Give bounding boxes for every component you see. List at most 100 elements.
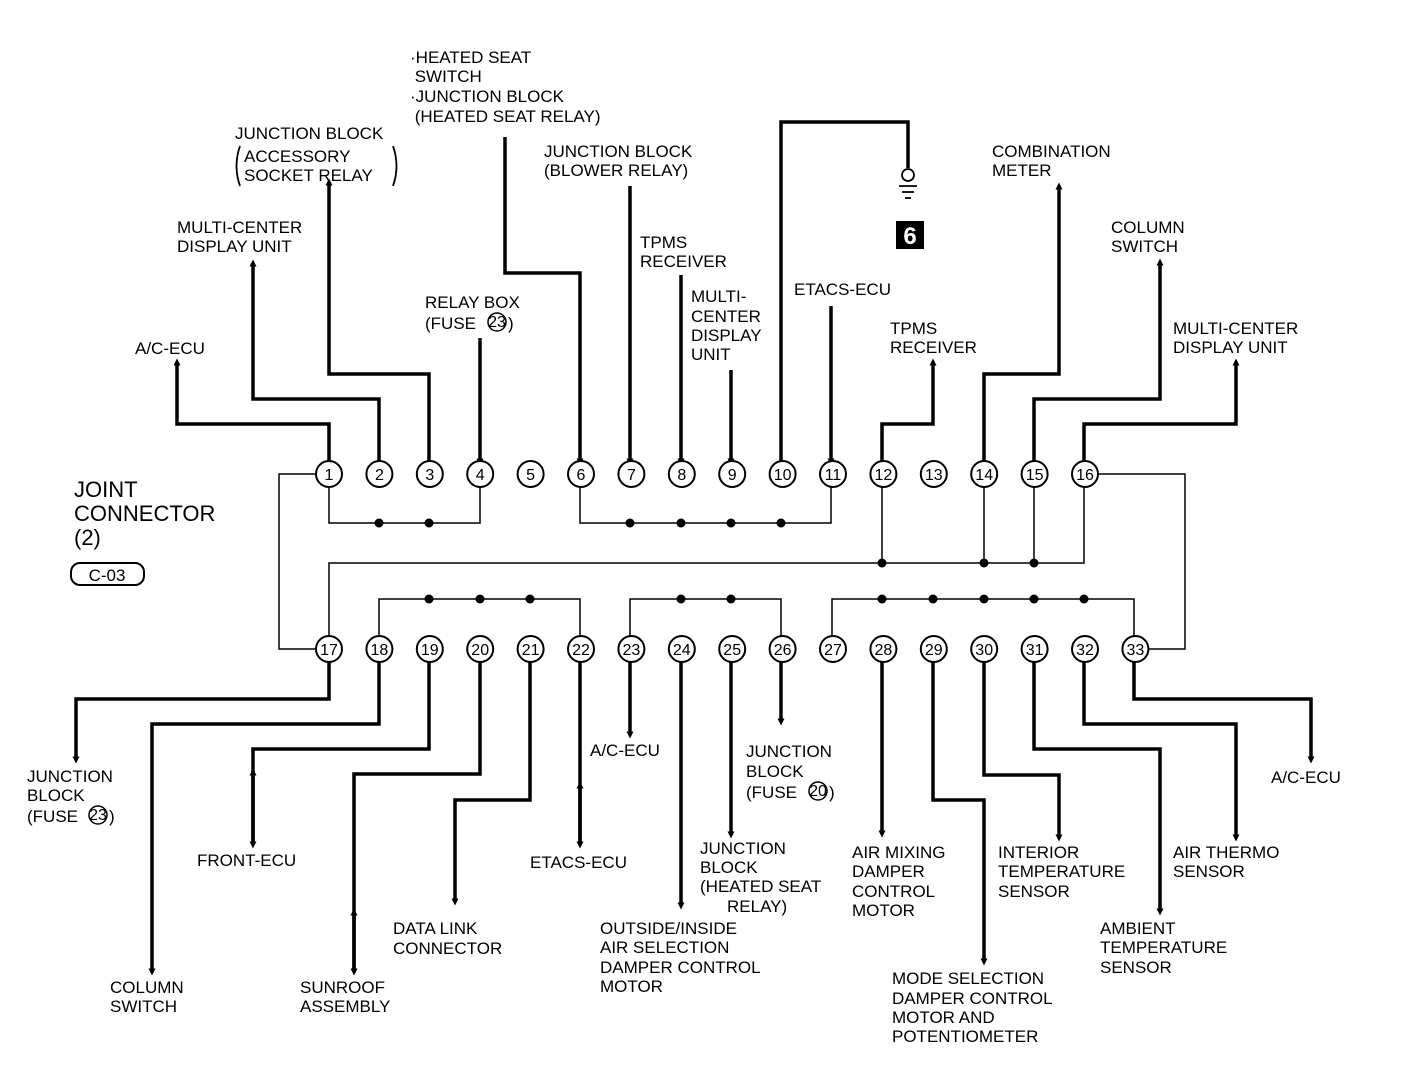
pin-number: 6 — [577, 467, 586, 484]
pin-number: 2 — [375, 467, 384, 484]
label-sunroof-assembly: SUNROOF — [300, 978, 385, 997]
label-ambient-temperature-sensor: TEMPERATURE — [1100, 938, 1227, 957]
pin-number: 5 — [526, 467, 535, 484]
fuse-number: 20 — [809, 783, 827, 800]
label-multi-center-display-unit: DISPLAY UNIT — [177, 237, 292, 256]
label-etacs-ecu: ETACS-ECU — [794, 280, 891, 299]
label-junction-block-blower: (BLOWER RELAY) — [544, 161, 688, 180]
label-ambient-temperature-sensor: AMBIENT — [1100, 919, 1176, 938]
pin-circle — [1121, 635, 1150, 663]
label-ac-ecu: A/C-ECU — [1271, 768, 1341, 787]
top-labels: A/C-ECU MULTI-CENTER DISPLAY UNIT JUNCTI… — [135, 48, 1298, 364]
label-air-thermo-sensor: SENSOR — [1173, 862, 1245, 881]
pin-circle — [365, 460, 394, 488]
pin-circle — [365, 635, 394, 663]
label-junction-block-fuse: BLOCK — [27, 786, 85, 805]
label-heated-seat: (HEATED SEAT RELAY) — [410, 107, 601, 126]
fuse-number-circle — [487, 312, 507, 332]
pin-number: 33 — [1127, 642, 1145, 659]
paren-left — [235, 145, 241, 187]
paren-right — [392, 145, 398, 187]
pin-number: 15 — [1026, 467, 1044, 484]
label-interior-temperature-sensor: TEMPERATURE — [998, 862, 1125, 881]
label-ambient-temperature-sensor: SENSOR — [1100, 958, 1172, 977]
label-multi-center-display-unit: MULTI-CENTER — [177, 218, 302, 237]
pin-circle — [567, 460, 595, 488]
label-junction-block-heated-seat: JUNCTION — [700, 839, 786, 858]
pin-number: 11 — [825, 467, 842, 484]
pin-number: 8 — [677, 467, 686, 484]
label-air-mixing-damper: CONTROL — [852, 882, 935, 901]
label-junction-block-heated-seat: BLOCK — [700, 858, 758, 877]
label-multi-center-display-unit: MULTI-CENTER — [1173, 319, 1298, 338]
pin-circle — [516, 635, 545, 663]
pin-circle — [466, 635, 495, 663]
ground-number: 6 — [903, 223, 916, 250]
label-ac-ecu: A/C-ECU — [135, 339, 205, 358]
label-outside-inside-air: AIR SELECTION — [600, 938, 729, 957]
label-mode-selection-damper: POTENTIOMETER — [892, 1027, 1038, 1046]
label-outside-inside-air: OUTSIDE/INSIDE — [600, 919, 737, 938]
label-multi-center-display-unit: UNIT — [691, 345, 731, 364]
pin-number: 21 — [522, 642, 540, 659]
top-wires — [173, 120, 1240, 466]
pin-circle — [970, 635, 999, 663]
label-column-switch: COLUMN — [1111, 218, 1185, 237]
connector-title-line: (2) — [74, 525, 101, 550]
pin-number: 28 — [875, 642, 893, 659]
pin-circle — [466, 460, 495, 488]
pin-circle — [970, 460, 999, 488]
label-data-link-connector: CONNECTOR — [393, 939, 502, 958]
label-junction-block-fuse: ) — [109, 807, 115, 826]
pin-number: 26 — [774, 642, 792, 659]
pin-number: 3 — [425, 467, 434, 484]
pin-circle — [869, 635, 898, 663]
label-column-switch: SWITCH — [110, 997, 177, 1016]
pin-number: 17 — [320, 642, 338, 659]
pin-circle — [315, 635, 343, 663]
label-mode-selection-damper: DAMPER CONTROL — [892, 989, 1053, 1008]
label-mode-selection-damper: MODE SELECTION — [892, 969, 1044, 988]
pin-number: 16 — [1076, 467, 1094, 484]
label-column-switch: SWITCH — [1111, 237, 1178, 256]
label-air-mixing-damper: MOTOR — [852, 901, 915, 920]
fuse-number: 23 — [488, 314, 506, 331]
pin-circle — [718, 635, 747, 663]
pin-number: 12 — [875, 467, 893, 484]
pin-number: 30 — [975, 642, 993, 659]
label-outside-inside-air: MOTOR — [600, 977, 663, 996]
pin-circle — [567, 635, 595, 663]
pin-number: 32 — [1076, 642, 1094, 659]
pin-circle — [718, 460, 747, 488]
label-tpms-receiver: TPMS — [640, 233, 687, 252]
pin-number: 10 — [774, 467, 792, 484]
label-junction-block-heated-seat: RELAY) — [727, 897, 787, 916]
connector-code: C-03 — [89, 566, 126, 585]
pin-number: 1 — [325, 467, 334, 484]
pin-number: 7 — [627, 467, 636, 484]
pin-circle — [1071, 460, 1099, 488]
label-junction-block-blower: JUNCTION BLOCK — [544, 142, 693, 161]
label-ac-ecu: A/C-ECU — [590, 741, 660, 760]
pin-circle — [617, 635, 646, 663]
label-heated-seat: SWITCH — [410, 67, 482, 86]
pin-number: 19 — [421, 642, 439, 659]
pin-number: 25 — [723, 642, 741, 659]
pin-circle — [415, 635, 444, 663]
pin-number: 9 — [728, 467, 737, 484]
label-data-link-connector: DATA LINK — [393, 919, 478, 938]
pin-circle — [315, 460, 343, 488]
pin-number: 27 — [824, 642, 842, 659]
pin-circle — [1020, 460, 1049, 488]
pin-circle — [617, 460, 646, 488]
connector-code-box — [70, 562, 145, 586]
connector-title-line: JOINT — [74, 477, 138, 502]
pin-circle — [919, 460, 948, 488]
label-heated-seat: ·HEATED SEAT — [410, 48, 531, 67]
pin-circle — [667, 635, 696, 663]
label-air-mixing-damper: AIR MIXING — [852, 843, 946, 862]
pin-circle — [869, 460, 898, 488]
pin-number: 29 — [925, 642, 943, 659]
